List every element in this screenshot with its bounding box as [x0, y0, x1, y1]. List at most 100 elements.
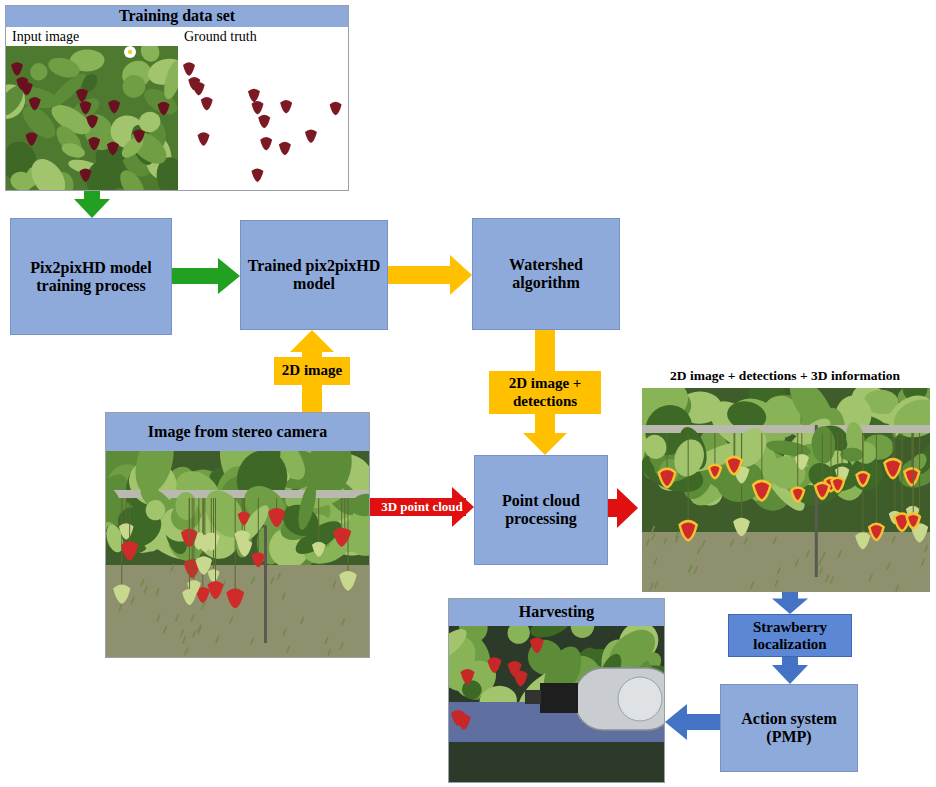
grass — [922, 558, 925, 565]
strawberry — [108, 100, 120, 113]
stem — [688, 433, 689, 522]
leaf — [642, 431, 670, 462]
strawberry — [182, 589, 197, 605]
grass — [277, 573, 280, 580]
stem — [830, 433, 831, 477]
robot-joint — [618, 677, 662, 721]
process-box: Action system (PMP) — [720, 684, 858, 772]
strawberry — [234, 530, 250, 548]
strawberry — [226, 588, 244, 608]
leaf — [115, 166, 149, 191]
grass — [230, 617, 233, 624]
arrow-head — [772, 599, 808, 614]
edge-label: 3D point cloud — [378, 498, 466, 517]
arrow-shaft — [84, 191, 100, 200]
strawberry — [884, 459, 901, 478]
grass — [887, 563, 890, 570]
grass — [925, 545, 928, 552]
strawberry — [238, 512, 250, 526]
strawberry — [197, 535, 213, 552]
strawberry — [333, 528, 350, 547]
strawberry — [514, 671, 528, 687]
stem — [902, 433, 903, 514]
grass — [731, 540, 734, 547]
grass — [777, 567, 780, 574]
grass — [333, 581, 336, 588]
grass — [892, 536, 895, 543]
strawberry — [487, 657, 501, 673]
robot-arm — [575, 668, 665, 730]
grass — [819, 558, 822, 565]
grass — [689, 566, 692, 573]
stem — [126, 498, 127, 524]
strawberry — [113, 584, 130, 603]
arrow-head — [74, 199, 110, 218]
photo — [178, 46, 348, 191]
flow-arrow — [772, 592, 808, 614]
stem — [204, 498, 205, 535]
image-panel: Harvesting — [448, 598, 665, 783]
gripper — [540, 683, 578, 713]
image-strip — [6, 26, 348, 46]
photo — [105, 450, 370, 658]
box-label: Trained pix2pixHD model — [247, 257, 381, 292]
grass — [144, 586, 147, 593]
edge-label: 2D image + detections — [489, 371, 601, 414]
flow-arrow — [608, 488, 638, 528]
grass — [652, 534, 655, 541]
grass — [694, 567, 697, 574]
process-box: Trained pix2pixHD model — [240, 220, 388, 330]
strawberry — [188, 77, 200, 91]
grass — [193, 630, 196, 637]
arrow-head — [665, 704, 687, 740]
grass — [650, 583, 653, 590]
grass — [830, 576, 833, 583]
grass — [251, 638, 254, 645]
stem — [842, 433, 843, 467]
strawberry — [252, 101, 264, 115]
stem — [235, 498, 236, 590]
strawberry — [791, 487, 804, 501]
flow-arrow — [665, 704, 720, 740]
grass — [164, 626, 167, 633]
strawberry — [857, 472, 870, 486]
strawberry — [869, 524, 883, 540]
stem — [876, 433, 877, 524]
process-box: Strawberry localization — [728, 614, 852, 657]
grass — [652, 526, 655, 533]
arrow-shaft — [782, 657, 798, 666]
arrow-shaft — [388, 266, 451, 284]
stem — [211, 498, 212, 533]
strawberry — [795, 454, 809, 470]
grass — [282, 593, 285, 600]
strawberry — [753, 481, 770, 501]
photo — [6, 46, 178, 191]
strawberry — [815, 483, 829, 499]
strawberry — [330, 102, 342, 115]
strawberry — [201, 97, 213, 111]
stem — [892, 433, 893, 460]
grass — [216, 636, 219, 643]
stem — [198, 498, 199, 533]
stem — [822, 433, 823, 483]
leaf — [28, 61, 49, 82]
stem — [837, 433, 838, 477]
strawberry — [451, 710, 465, 726]
arrow-head — [523, 433, 567, 455]
stem — [341, 498, 342, 529]
grass — [271, 577, 274, 584]
stem — [121, 498, 122, 586]
grass — [171, 564, 174, 571]
grass — [342, 618, 345, 625]
photo — [642, 388, 930, 592]
strawberry — [158, 102, 170, 115]
strawberry — [29, 97, 41, 111]
photo — [448, 625, 665, 783]
process-box: Pix2pixHD model training process — [10, 218, 172, 335]
stem — [276, 498, 277, 509]
strawberry — [26, 132, 38, 146]
grass — [198, 627, 201, 634]
grass — [183, 637, 186, 644]
strawberry — [312, 542, 326, 557]
flow-arrow — [74, 191, 110, 218]
